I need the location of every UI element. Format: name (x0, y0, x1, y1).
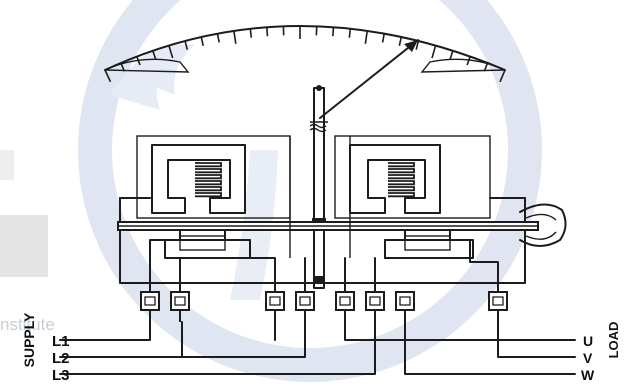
spindle (309, 85, 328, 289)
scale-tick (152, 50, 157, 60)
meter-scale (104, 25, 506, 83)
scale-tick (184, 40, 189, 50)
scale-tick (136, 56, 141, 66)
scale-tick (249, 28, 253, 38)
terminal-screw (269, 296, 281, 306)
scale-tick (266, 27, 269, 37)
right-voltage-coil-element (334, 135, 491, 219)
scale-tick (381, 33, 385, 43)
left-current-coil (149, 229, 251, 259)
coil-winding (388, 168, 415, 174)
coil-winding (195, 192, 222, 198)
terminal-body (170, 291, 190, 311)
terminal-screw (299, 296, 311, 306)
terminal-body (295, 291, 315, 311)
coil-winding (388, 180, 415, 186)
scale-tick (364, 30, 369, 44)
scale-tick (233, 30, 237, 44)
terminal-body (265, 291, 285, 311)
load-line-w: W (581, 367, 595, 383)
terminal (335, 291, 355, 322)
scale-tick (415, 40, 420, 50)
terminal-screw (144, 296, 156, 306)
coil-winding (195, 168, 222, 174)
supply-load-lines (59, 321, 576, 375)
terminal-block (140, 291, 508, 322)
terminal-body (488, 291, 508, 311)
supply-label: SUPPLY (21, 312, 37, 367)
terminal (140, 291, 160, 322)
terminal-screw (369, 296, 381, 306)
scale-tick (168, 45, 174, 59)
coil-winding (195, 180, 222, 186)
right-current-coil (384, 229, 474, 259)
scale-tick (431, 45, 437, 59)
supply-labels: SUPPLY L1 L2 L3 (21, 312, 70, 384)
coil-winding (388, 192, 415, 198)
supply-line-l1: L1 (52, 333, 70, 350)
watermark-text: nstitute (0, 315, 55, 334)
scale-tick (483, 62, 489, 72)
coil-winding (388, 186, 415, 192)
terminal (295, 291, 315, 322)
terminal-screw (174, 296, 186, 306)
terminal-body (395, 291, 415, 311)
terminal (365, 291, 385, 322)
terminal (265, 291, 285, 322)
damping-magnet (519, 203, 567, 247)
scale-tick (332, 27, 335, 37)
coil-winding (195, 174, 222, 180)
terminal-screw (339, 296, 351, 306)
load-label: LOAD (606, 322, 621, 359)
coil-winding (388, 162, 415, 168)
load-line-u: U (583, 333, 593, 349)
watermark-block (0, 150, 48, 277)
scale-tick (466, 56, 471, 66)
scale-tick (104, 69, 112, 83)
terminal-screw (492, 296, 504, 306)
supply-line-l2: L2 (52, 350, 70, 367)
terminal (395, 291, 415, 322)
meter-pointer (319, 39, 419, 119)
scale-tick (348, 28, 352, 38)
terminal-screw (399, 296, 411, 306)
terminal-body (335, 291, 355, 311)
scale-tick (120, 62, 126, 72)
coil-winding (195, 162, 222, 168)
terminal-body (365, 291, 385, 311)
scale-tick (449, 50, 454, 60)
supply-line-l3: L3 (52, 367, 70, 384)
scale-tick (216, 33, 220, 43)
coil-winding (195, 186, 222, 192)
terminal (488, 291, 508, 322)
load-labels: U V W LOAD (581, 322, 621, 383)
scale-tick (398, 36, 403, 46)
terminal-body (140, 291, 160, 311)
disc (117, 221, 539, 231)
scale-tick (499, 69, 506, 83)
scale-tick (200, 36, 205, 46)
coil-winding (388, 174, 415, 180)
load-line-v: V (583, 350, 593, 366)
internal-wiring (149, 136, 499, 293)
